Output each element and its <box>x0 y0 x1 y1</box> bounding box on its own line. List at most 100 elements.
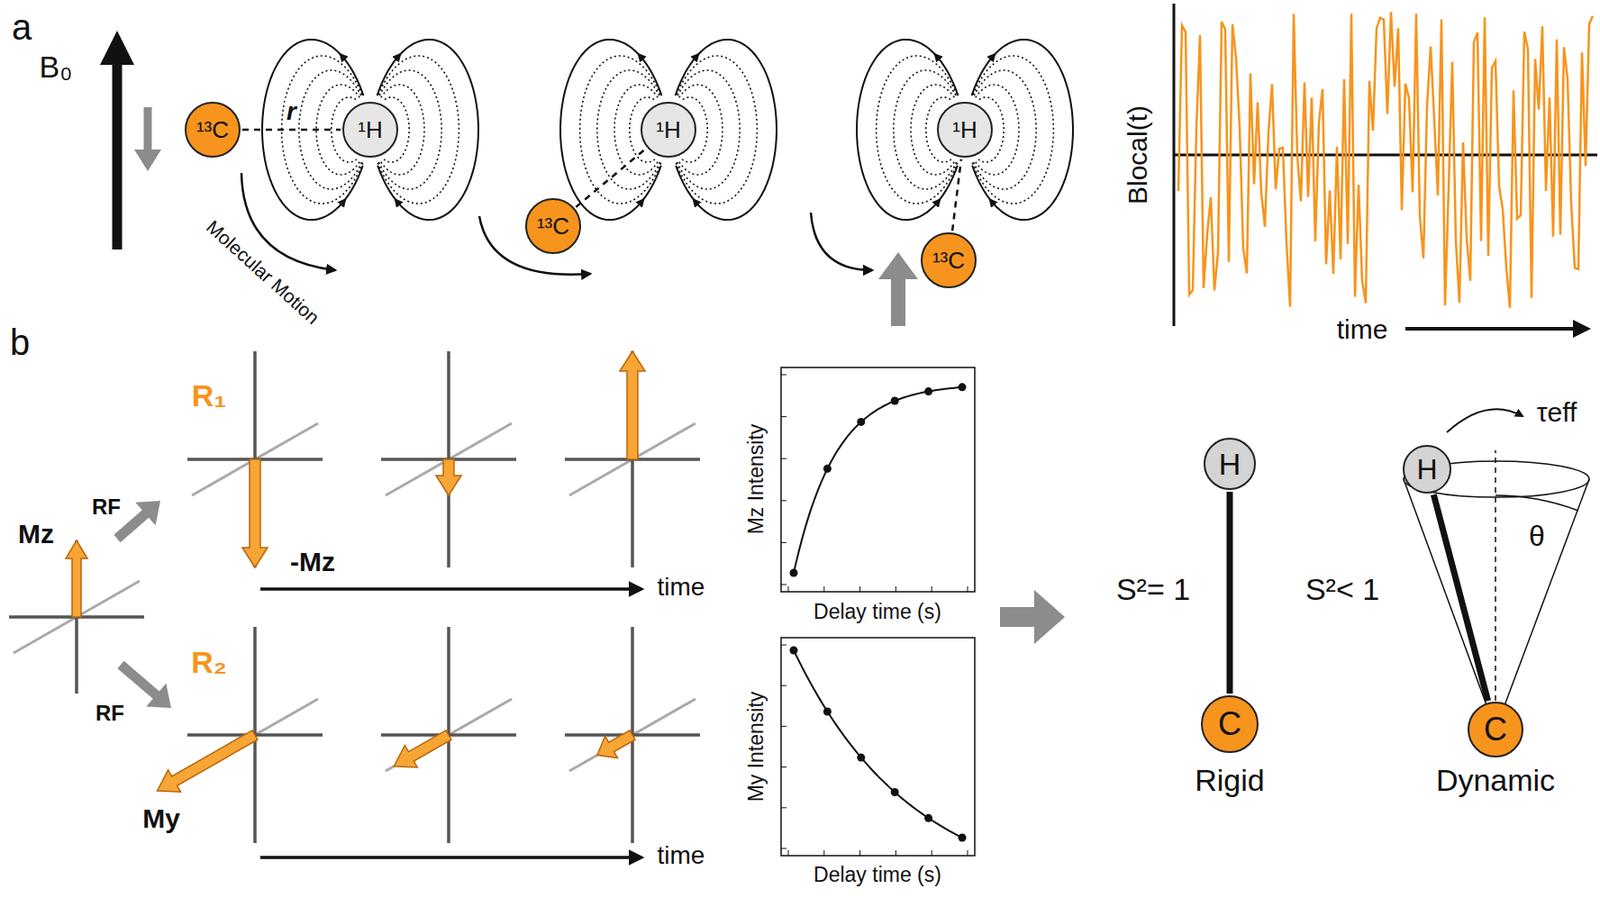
field-chevron <box>990 199 993 203</box>
angle-label: θ <box>1528 520 1546 553</box>
bond-line <box>1433 494 1488 701</box>
plot-tick <box>788 586 790 592</box>
hydrogen-atom: H <box>1203 437 1256 491</box>
state-label: Dynamic <box>1436 763 1555 798</box>
time-arrow <box>260 587 642 591</box>
field-chevron <box>397 54 400 58</box>
carbon-atom: C <box>1200 695 1259 754</box>
hydrogen-atom: H <box>1402 445 1452 494</box>
magnetization-arrow <box>65 540 88 618</box>
plot-tick <box>859 850 861 856</box>
b0-field-arrow <box>100 30 135 250</box>
distance-line <box>242 128 341 132</box>
motion-arrow <box>810 212 873 271</box>
atom-label: H <box>1218 446 1242 482</box>
axis-label: Delay time (s) <box>813 863 942 887</box>
distance-label: r <box>284 98 299 127</box>
carbon-atom: C <box>1467 701 1524 758</box>
angle-arc <box>1495 495 1579 511</box>
atom-label: C <box>1483 710 1508 749</box>
plot-tick <box>781 685 787 687</box>
pulse-label: RF <box>95 701 125 726</box>
data-point <box>856 754 865 763</box>
plot-tick <box>781 374 787 376</box>
plot-tick <box>781 766 787 768</box>
rf-arrow <box>113 500 161 543</box>
plot-tick <box>931 586 933 592</box>
hydrogen-atom: ¹H <box>640 101 697 158</box>
spin-arrow <box>134 107 162 172</box>
magnetization-arrow <box>619 351 646 460</box>
magnetization-arrow <box>157 730 258 792</box>
plot-tick <box>781 807 787 809</box>
vector-label: -Mz <box>290 546 336 577</box>
plot-tick <box>781 500 787 501</box>
plot-tick <box>823 586 825 592</box>
axis-label: time <box>657 573 706 602</box>
local-field-trace <box>1178 11 1593 308</box>
field-chevron <box>991 54 995 58</box>
field-chevron <box>340 54 344 58</box>
rf-arrow <box>117 661 172 709</box>
atom-label: ¹³C <box>536 212 570 241</box>
plot-tick <box>781 726 787 728</box>
carbon-atom: ¹³C <box>525 198 582 255</box>
pulse-label: RF <box>91 495 121 519</box>
plot-tick <box>781 542 787 544</box>
flow-arrow <box>1000 590 1065 645</box>
data-point <box>890 788 900 797</box>
plot-frame <box>781 637 975 856</box>
time-constant: τeff <box>1536 397 1578 428</box>
plot-tick <box>895 850 897 856</box>
plot-tick <box>895 586 897 592</box>
magnetization-arrow <box>436 459 462 496</box>
data-point <box>924 387 933 396</box>
data-point <box>958 834 967 843</box>
vector-label: My <box>142 803 181 834</box>
field-chevron <box>342 199 346 203</box>
atom-label: ¹H <box>357 116 382 145</box>
field-chevron <box>935 54 938 58</box>
plot-frame <box>781 367 975 592</box>
field-chevron <box>693 199 697 203</box>
magnetization-arrow <box>393 730 452 768</box>
data-point <box>856 418 865 427</box>
fit-curve <box>793 650 963 838</box>
axis-label: My Intensity <box>745 691 768 803</box>
atom-label: H <box>1416 453 1437 487</box>
data-point <box>924 814 933 823</box>
time-arrow <box>1405 327 1588 331</box>
plot-tick <box>859 586 861 592</box>
cone-axis <box>1494 450 1497 701</box>
data-point <box>790 569 799 578</box>
bond-line <box>1227 491 1234 694</box>
plot-tick <box>967 586 969 592</box>
magnetization-arrow <box>242 459 268 568</box>
atom-label: ¹H <box>655 116 681 145</box>
order-parameter: S²< 1 <box>1305 572 1380 607</box>
atom-label: ¹³C <box>196 116 229 145</box>
panel-letter: b <box>9 322 30 363</box>
fit-curve <box>793 387 963 573</box>
plot-tick <box>781 416 787 418</box>
rate-symbol: R₁ <box>191 379 228 413</box>
time-arrow <box>260 855 642 860</box>
field-chevron <box>936 199 940 203</box>
plot-tick <box>967 850 969 856</box>
axis-label: Blocal(t) <box>1122 105 1153 205</box>
state-label: Rigid <box>1194 763 1264 798</box>
data-point <box>790 646 799 655</box>
field-chevron <box>640 199 644 203</box>
axis-label: Mz Intensity <box>745 424 768 536</box>
distance-line <box>952 159 962 232</box>
rotation-arrow <box>1446 409 1523 433</box>
data-point <box>890 397 900 406</box>
motion-label: Molecular Motion <box>202 216 324 328</box>
carbon-atom: ¹³C <box>184 101 241 158</box>
plot-tick <box>788 850 790 856</box>
data-point <box>823 707 832 716</box>
panel-letter: a <box>11 7 32 47</box>
plot-axis <box>1172 3 1176 327</box>
hydrogen-atom: ¹H <box>342 101 399 158</box>
